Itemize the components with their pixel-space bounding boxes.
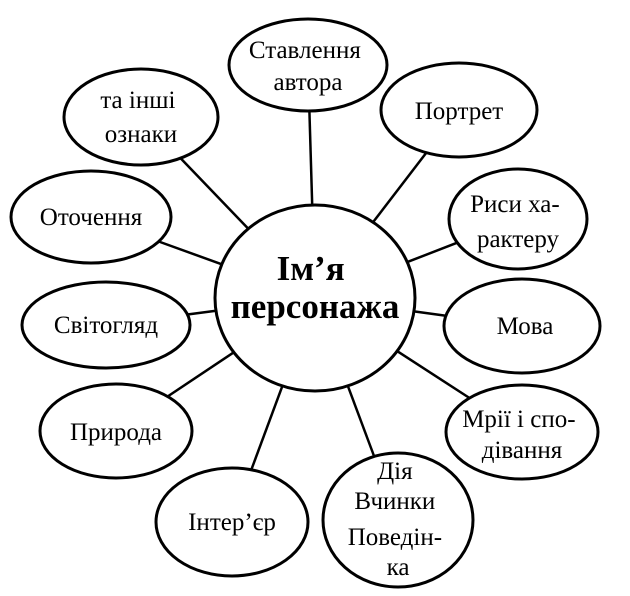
connector-line — [166, 351, 235, 398]
connector-line — [396, 350, 471, 400]
connector-line — [372, 151, 428, 224]
connector-line — [308, 110, 314, 206]
node-nature: Природа — [38, 382, 194, 480]
node-other-features: та інші ознаки — [62, 67, 220, 167]
center-node: Ім’я персонажа — [213, 203, 417, 393]
node-label: Мова — [497, 313, 554, 340]
node-portrait: Портрет — [379, 61, 539, 159]
node-label: Мрії і спо- дівання — [462, 406, 582, 464]
node-ellipse — [227, 17, 389, 113]
node-label-line: Оточення — [40, 204, 143, 231]
node-label-line: ка — [387, 554, 410, 581]
node-label-line: Портрет — [415, 98, 504, 125]
node-ellipse — [154, 466, 310, 578]
node-ellipse — [9, 169, 173, 265]
connector-lines — [158, 110, 471, 471]
connector-line — [406, 241, 458, 264]
node-worldview: Світогляд — [20, 280, 192, 370]
node-label-line: Дія — [377, 458, 413, 485]
node-actions-behavior: Дія Вчинки Поведін- ка — [321, 451, 475, 589]
node-surroundings: Оточення — [9, 169, 173, 265]
center-label-line: Ім’я — [277, 249, 345, 288]
node-label-line: Вчинки — [354, 488, 435, 515]
node-label-line: Світогляд — [54, 312, 158, 339]
node-label-line: ознаки — [105, 121, 177, 148]
node-dreams-hopes: Мрії і спо- дівання — [444, 383, 600, 481]
node-label-line: Інтер’єр — [188, 509, 276, 536]
node-label-line: Мова — [497, 313, 554, 340]
node-label-line: Ставлення — [249, 37, 361, 64]
node-label: Ставлення автора — [249, 37, 367, 96]
node-label: Риси ха- рактеру — [470, 191, 566, 253]
node-author-attitude: Ставлення автора — [227, 17, 389, 113]
node-label-line: автора — [274, 69, 343, 96]
connector-line — [413, 310, 447, 317]
node-speech: Мова — [442, 277, 602, 375]
node-ellipse — [442, 277, 602, 375]
connector-line — [187, 309, 217, 316]
node-label-line: рактеру — [477, 226, 560, 253]
node-ellipse — [20, 280, 192, 370]
node-ellipse — [38, 382, 194, 480]
node-label-line: Риси ха- — [470, 191, 560, 218]
node-label-line: Природа — [70, 419, 162, 446]
connector-line — [346, 385, 376, 457]
node-ellipse — [379, 61, 539, 159]
node-label: Природа — [70, 419, 162, 446]
center-node-label: Ім’я персонажа — [231, 249, 400, 326]
node-label: Оточення — [40, 204, 143, 231]
node-label: Дія Вчинки Поведін- ка — [348, 458, 449, 581]
node-ellipse — [321, 451, 475, 589]
node-ellipse — [447, 167, 589, 271]
node-ellipse — [444, 383, 600, 481]
node-label: Інтер’єр — [188, 509, 276, 536]
node-label-line: Поведін- — [348, 524, 442, 551]
node-label-line: дівання — [482, 437, 563, 464]
center-label-line: персонажа — [231, 287, 400, 326]
connector-line — [158, 240, 223, 266]
node-label: та інші ознаки — [100, 87, 181, 148]
node-ellipse — [62, 67, 220, 167]
connector-line — [179, 157, 250, 230]
node-label-line: та інші — [100, 87, 175, 114]
node-label: Світогляд — [54, 312, 158, 339]
node-interior: Інтер’єр — [154, 466, 310, 578]
node-label-line: Мрії і спо- — [462, 406, 575, 433]
connector-line — [250, 385, 284, 471]
center-node-ellipse — [213, 203, 417, 393]
node-character-traits: Риси ха- рактеру — [447, 167, 589, 271]
node-label: Портрет — [415, 98, 504, 125]
